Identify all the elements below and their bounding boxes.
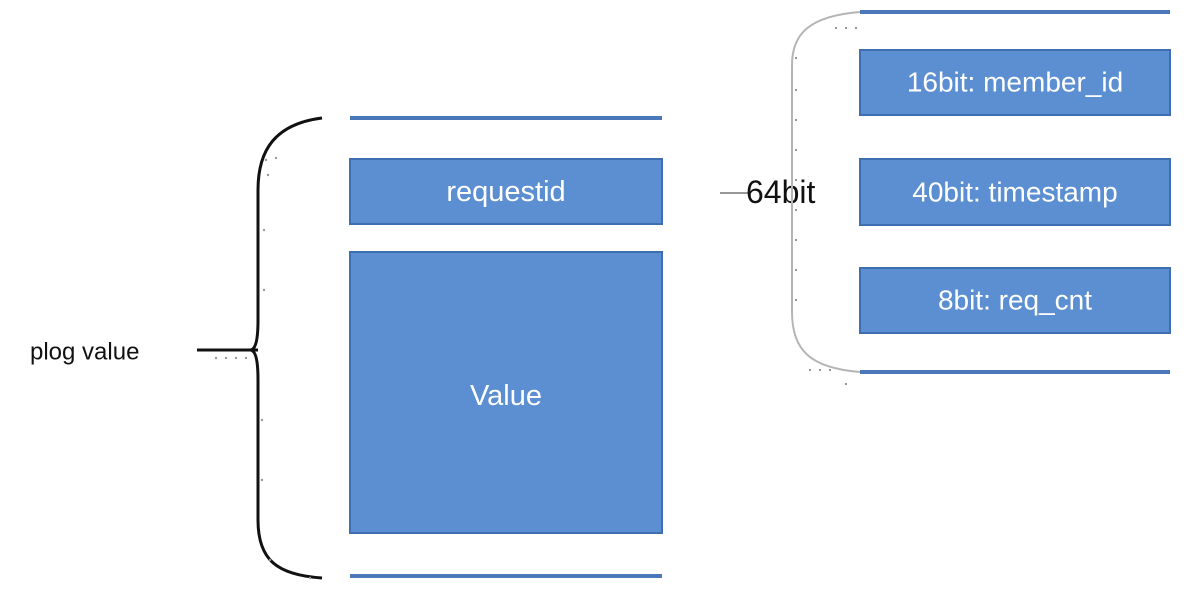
- timestamp-field-label: 40bit: timestamp: [912, 177, 1117, 208]
- value-label: Value: [470, 380, 542, 412]
- left-bracket-dots: [260, 156, 312, 580]
- req-cnt-field-box: [859, 267, 1171, 334]
- timestamp-field-box: [859, 158, 1171, 226]
- connector-dots: [214, 356, 248, 360]
- requestid-box: [349, 158, 663, 225]
- width-label: 64bit: [746, 174, 816, 210]
- requestid-label: requestid: [446, 176, 565, 208]
- member-id-field-label: 16bit: member_id: [907, 67, 1123, 98]
- plog-value-label: plog value: [30, 339, 139, 366]
- value-box: [349, 251, 663, 534]
- req-cnt-field-label: 8bit: req_cnt: [938, 285, 1092, 316]
- left-curly-bracket: [249, 116, 323, 580]
- right-field-bracket: [791, 11, 861, 373]
- member-id-field-box: [859, 49, 1171, 116]
- right-bracket-dots: [794, 26, 858, 386]
